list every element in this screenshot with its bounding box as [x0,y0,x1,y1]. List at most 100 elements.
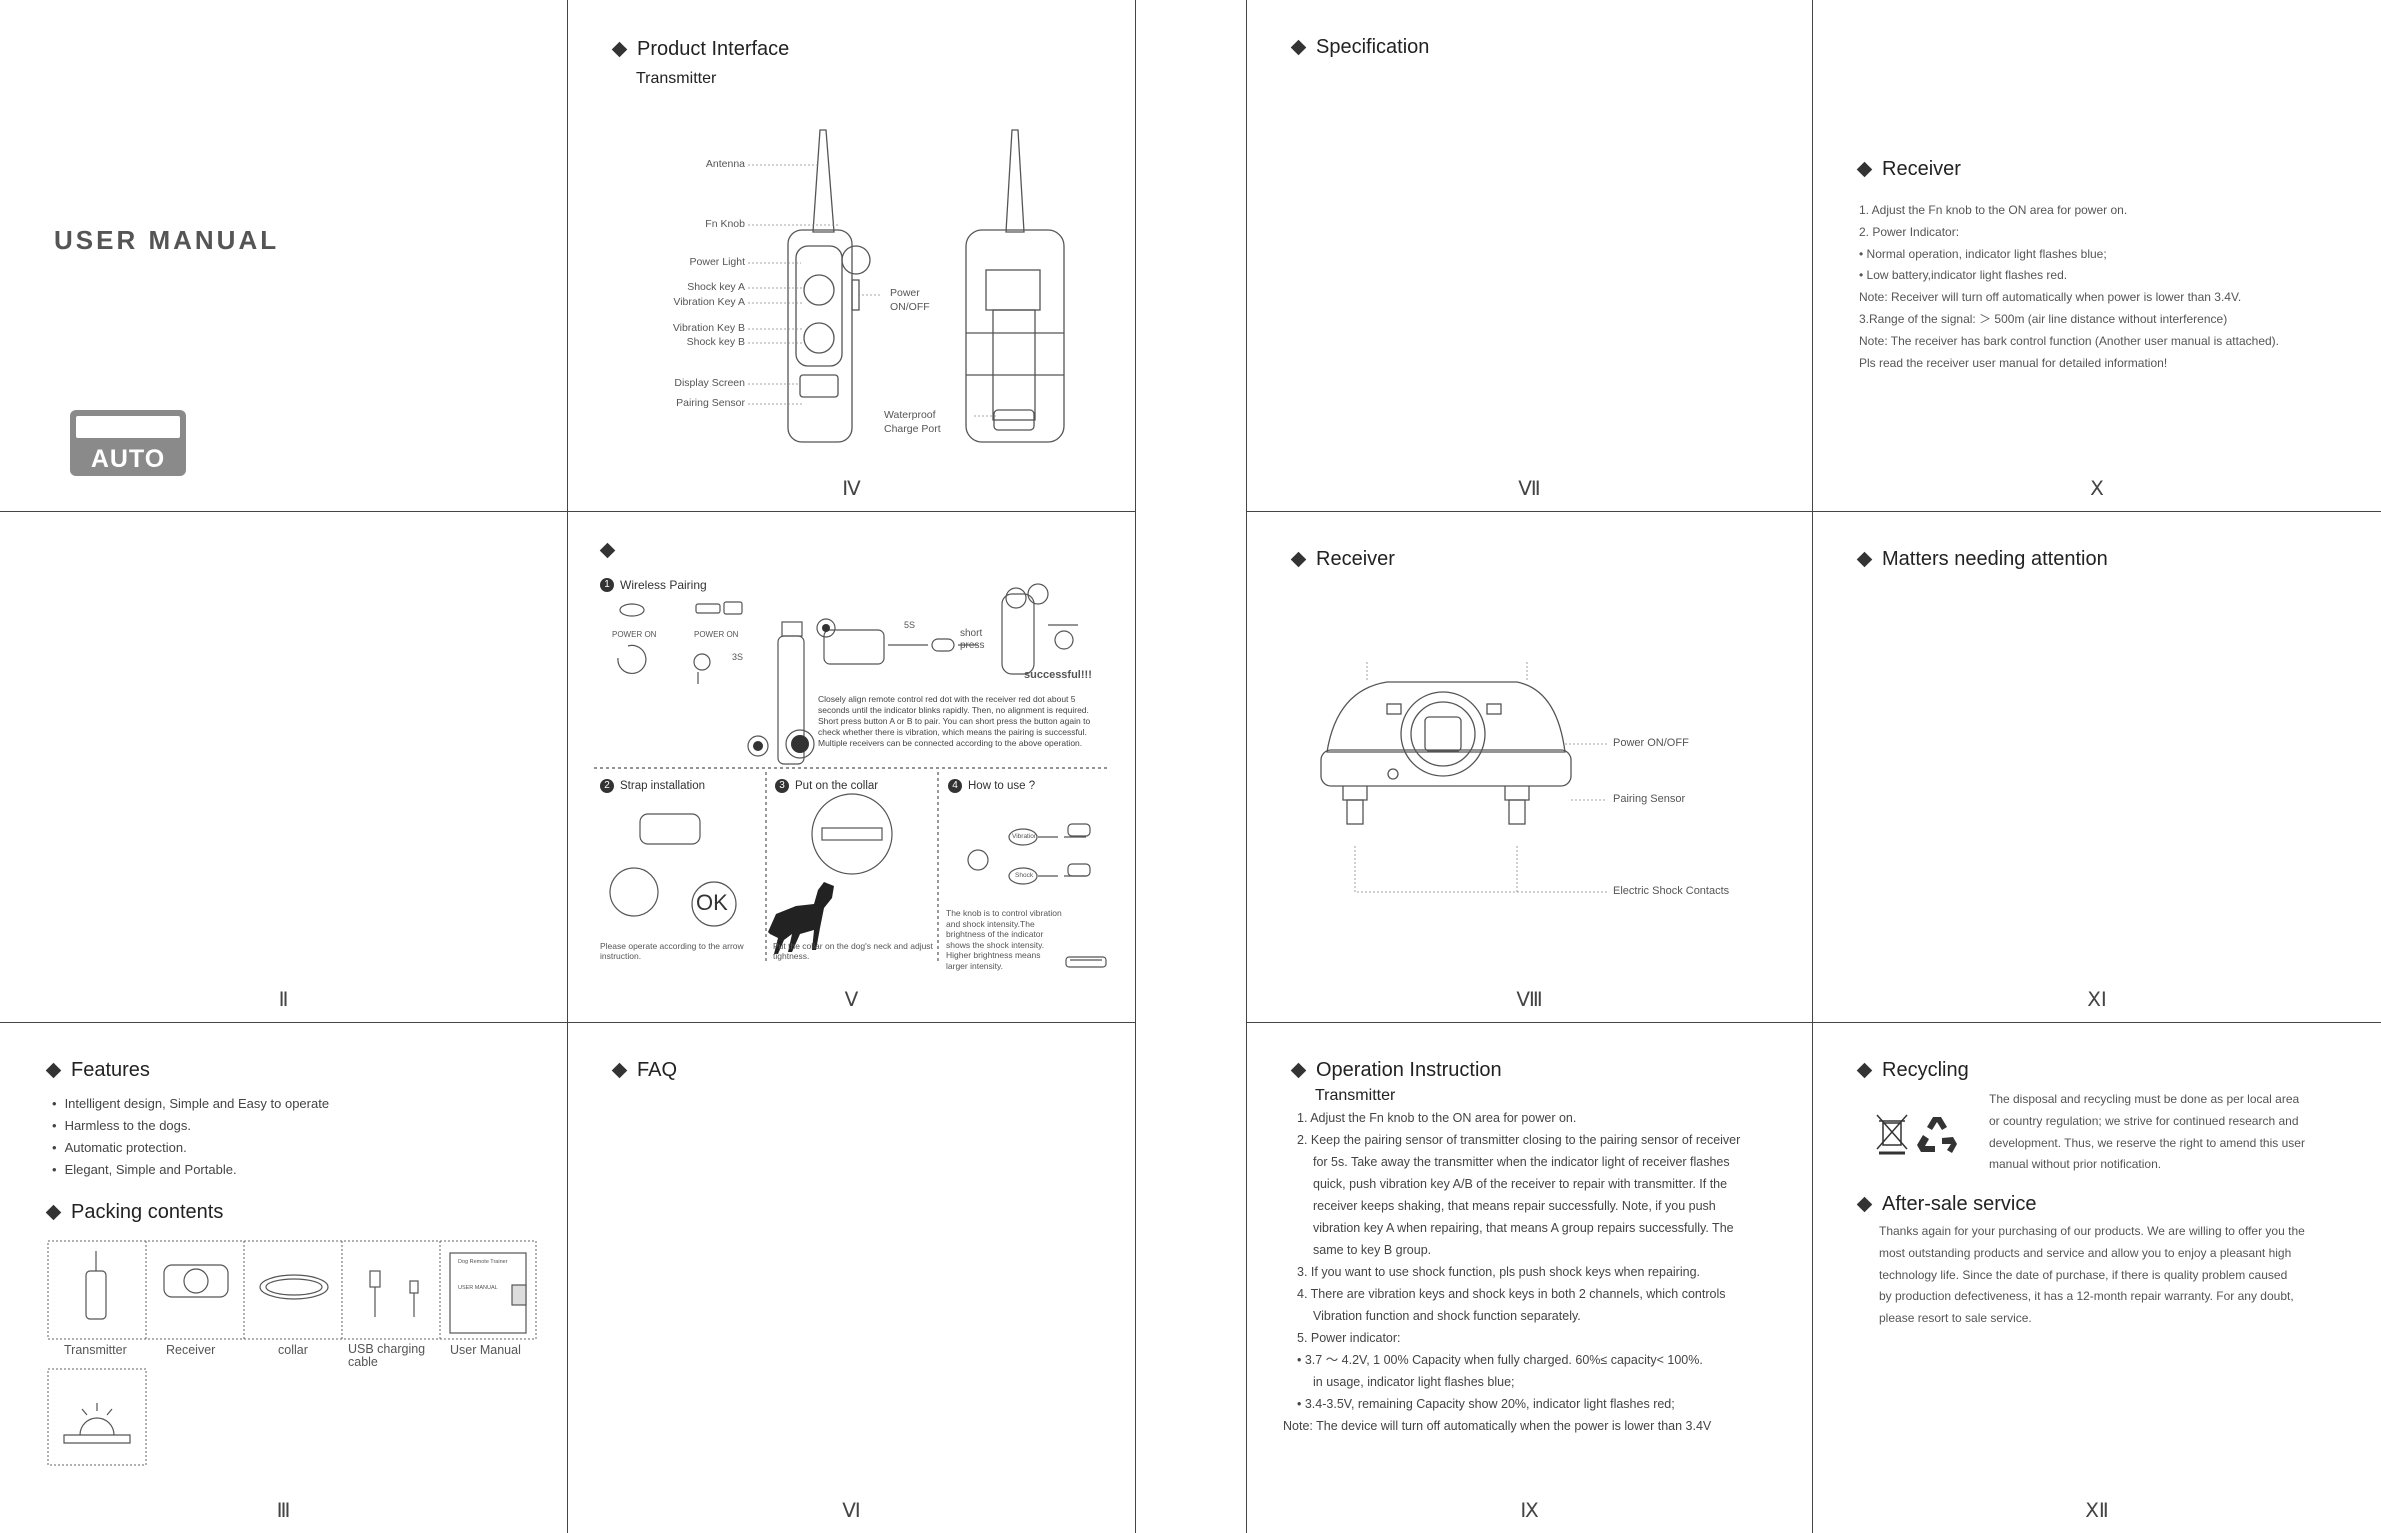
attention-heading: Matters needing attention [1856,548,2108,571]
page-number: Ⅳ [842,478,861,500]
step-2-number-icon: 2 [600,779,614,793]
receiver-info-heading: Receiver [1856,158,1961,181]
page-specification: Specification Ⅶ [1246,0,1813,512]
packing-item-user-manual: User Manual [450,1343,521,1357]
page-attention: Matters needing attention ⅩⅠ [1813,512,2381,1023]
features-heading: Features [45,1059,150,1082]
page-operation: Operation Instruction Transmitter 1. Adj… [1246,1023,1813,1533]
after-sale-text: Thanks again for your purchasing of our … [1879,1224,2305,1326]
label-vibration-key-b: Vibration Key B [672,322,745,334]
page-number: Ⅴ [844,989,859,1011]
step-3-title: 3 Put on the collar [775,779,878,793]
page-number: ⅩⅠ [2087,989,2107,1011]
cover-page: USER MANUAL AUTO [0,0,568,512]
features-list: Intelligent design, Simple and Easy to o… [52,1093,330,1181]
operation-text: 1. Adjust the Fn knob to the ON area for… [1283,1111,1741,1433]
label-charge-port: Waterproof Charge Port [884,409,941,435]
operation-subheading: Transmitter [1315,1087,1396,1104]
list-item: Harmless to the dogs. [52,1115,329,1137]
auto-badge: AUTO [70,410,186,476]
page-number: Ⅸ [1520,1500,1539,1522]
vibration-label: Vibration [1012,833,1038,840]
label-shock-key-b: Shock key B [686,336,745,348]
page-blank-2: Ⅱ [0,512,568,1023]
recycling-icons [1876,1114,1957,1155]
recycling-text: The disposal and recycling must be done … [1989,1092,2305,1172]
page-product-interface: Product Interface Transmitter [568,0,1136,512]
weee-bin-icon [1876,1114,1908,1155]
receiver-label-pairing: Pairing Sensor [1613,793,1686,805]
power-on-label-2: POWER ON [694,630,739,639]
packing-item-receiver: Receiver [166,1343,216,1357]
cover-title: USER MANUAL [54,225,280,255]
page-number: Ⅲ [276,1500,291,1522]
label-antenna: Antenna [705,158,745,170]
diamond-icon [1290,1062,1307,1079]
power-on-label-1: POWER ON [612,630,657,639]
list-item: Automatic protection. [52,1137,329,1159]
step-2-note: Please operate according to the arrow in… [600,941,744,961]
list-item: Intelligent design, Simple and Easy to o… [52,1093,330,1115]
step-3-number-icon: 3 [775,779,789,793]
step-4-note: The knob is to control vibration and sho… [946,908,1062,971]
dog-icon [768,882,834,954]
diamond-icon [1856,551,1873,568]
label-power-light: Power Light [689,256,745,268]
shock-label: Shock [1015,872,1034,879]
page-number: Ⅷ [1516,989,1543,1011]
diamond-icon [1856,161,1873,178]
page-number: Ⅱ [278,989,289,1011]
packing-item-usb-cable: USB charging cable [348,1342,426,1369]
receiver-label-contacts: Electric Shock Contacts [1613,885,1730,897]
packing-item-collar: collar [278,1343,308,1357]
page-faq: FAQ Ⅵ [568,1023,1136,1533]
step-4-title: 4 How to use ? [948,779,1035,793]
step-3-note: Put the collar on the dog's neck and adj… [773,941,933,961]
step-1-title: 1 Wireless Pairing [600,578,707,592]
label-display-screen: Display Screen [674,377,745,389]
diamond-icon [1290,39,1307,56]
page-pairing: 1 Wireless Pairing POWER ON POWER ON 3S … [568,512,1136,1023]
label-pairing-sensor: Pairing Sensor [676,397,745,409]
step-4-number-icon: 4 [948,779,962,793]
time-3s-label: 3S [732,652,744,662]
step-1-number-icon: 1 [600,578,614,592]
receiver-info-text: 1. Adjust the Fn knob to the ON area for… [1859,203,2279,370]
faq-heading: FAQ [611,1059,677,1082]
label-vibration-key-a: Vibration Key A [673,296,745,308]
label-fn-knob: Fn Knob [705,218,745,230]
manual-cover-title: Dog Remote Trainer [458,1259,508,1265]
diamond-icon [1856,1062,1873,1079]
page-receiver-diagram: Receiver Power ON/OFF Pairing Sensor El [1246,512,1813,1023]
recycling-heading: Recycling [1856,1059,1969,1082]
page-number: ⅩⅡ [2085,1500,2109,1522]
list-item: Elegant, Simple and Portable. [52,1159,329,1181]
step-2-title: 2 Strap installation [600,779,705,793]
label-power-onoff: Power ON/OFF [890,287,930,313]
transmitter-diagram [748,129,1065,443]
transmitter-subheading: Transmitter [636,70,717,87]
packing-item-transmitter: Transmitter [64,1343,127,1357]
receiver-diagram-heading: Receiver [1290,548,1395,571]
product-interface-heading: Product Interface [611,38,789,61]
time-5s-label: 5S [904,620,916,630]
manual-cover-sub: USER MANUAL [458,1285,498,1291]
packing-heading: Packing contents [45,1201,223,1224]
receiver-diagram [1320,662,1607,893]
page-features: Features Intelligent design, Simple and … [0,1023,568,1533]
recycle-icon [1917,1117,1957,1153]
diamond-icon [1856,1196,1873,1213]
page-number: Ⅵ [842,1500,861,1522]
pairing-diagram [594,583,1108,968]
specification-heading: Specification [1290,36,1429,59]
packing-grid [47,1240,537,1466]
receiver-label-power: Power ON/OFF [1613,737,1689,749]
ok-label: OK [696,890,728,915]
label-shock-key-a: Shock key A [687,281,745,293]
pairing-instructions: Closely align remote control red dot wit… [818,694,1091,748]
successful-label: successful!!! [1024,669,1092,681]
operation-heading: Operation Instruction [1290,1059,1502,1082]
page-number: Ⅶ [1518,478,1541,500]
page-receiver-info: Receiver 1. Adjust the Fn knob to the ON… [1813,0,2381,512]
after-sale-heading: After-sale service [1856,1193,2037,1216]
